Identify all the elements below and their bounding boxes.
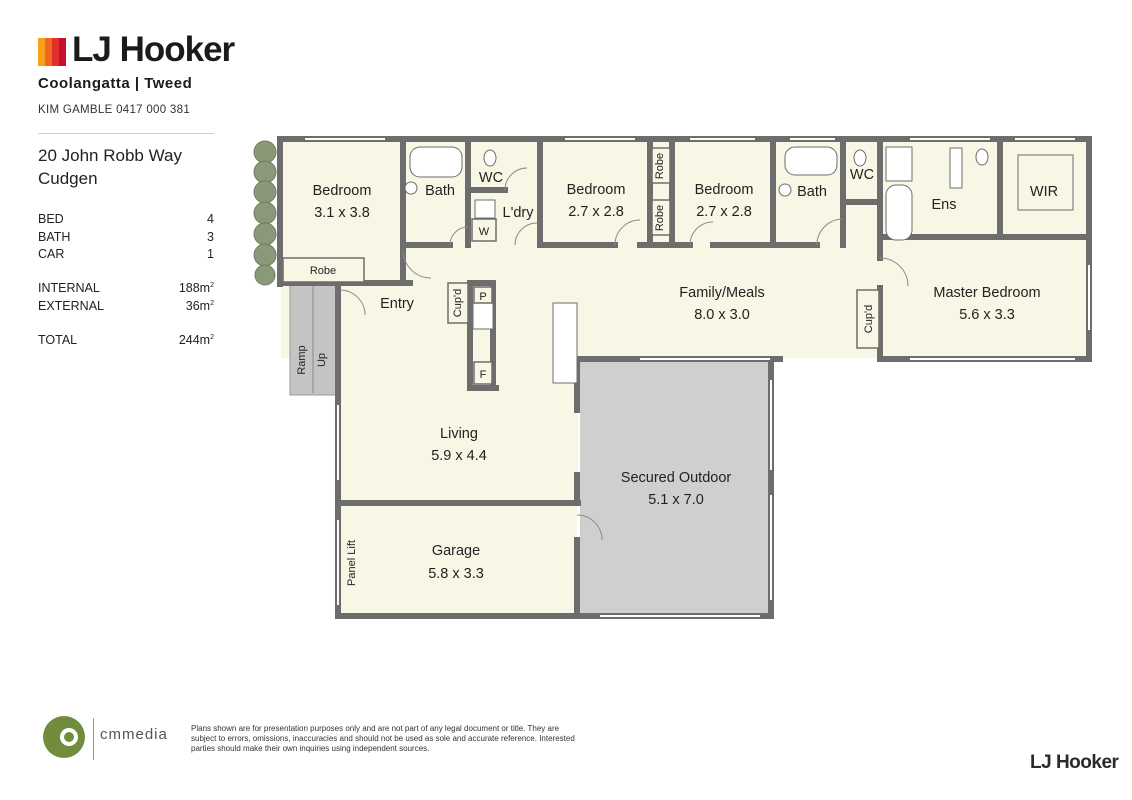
- spec-bath: BATH 3: [38, 230, 214, 244]
- wir-shelves: [1017, 154, 1074, 211]
- office-name: Coolangatta | Tweed: [38, 75, 193, 92]
- robe-label: Robe: [654, 205, 666, 231]
- spec-value: 3: [207, 230, 214, 244]
- cooktop-icon: [472, 302, 494, 330]
- bathtub-icon: [885, 184, 913, 241]
- room-name: L'dry: [503, 205, 535, 221]
- cmmedia-logo-icon: [42, 715, 86, 764]
- pantry-label: P: [479, 291, 486, 303]
- room-dims: 5.1 x 7.0: [648, 492, 704, 508]
- room-dims: 2.7 x 2.8: [568, 204, 624, 220]
- kitchen-bench: [552, 302, 578, 384]
- room-dims: 3.1 x 3.8: [314, 205, 370, 221]
- basin-icon: [404, 181, 418, 195]
- footer-divider: [93, 718, 94, 760]
- cmmedia-brand: cmmedia: [100, 726, 168, 743]
- room-name: Bath: [425, 183, 455, 199]
- spec-value: 1: [207, 247, 214, 261]
- spec-bed: BED 4: [38, 212, 214, 226]
- disclaimer-text: Plans shown are for presentation purpose…: [191, 724, 575, 753]
- room-name: Family/Meals: [679, 285, 764, 301]
- spec-total: TOTAL 244m2: [38, 333, 214, 347]
- toilet-icon: [853, 149, 867, 167]
- windows: [305, 138, 1090, 617]
- room-name: WC: [850, 167, 874, 183]
- spec-value: 4: [207, 212, 214, 226]
- room-dims: 8.0 x 3.0: [694, 307, 750, 323]
- room-labels: Bedroom 3.1 x 3.8 Bath WC L'dry Bedroom …: [313, 167, 1059, 582]
- spec-label: EXTERNAL: [38, 299, 104, 313]
- address-line-2: Cudgen: [38, 169, 98, 188]
- small-boxes: [282, 147, 880, 385]
- room-name: WC: [479, 170, 503, 186]
- room-name: WIR: [1030, 184, 1058, 200]
- spec-label: INTERNAL: [38, 281, 100, 295]
- spec-value: 244m2: [178, 333, 214, 347]
- vanity-icon: [949, 147, 963, 189]
- address-line-1: 20 John Robb Way: [38, 146, 182, 165]
- room-name: Secured Outdoor: [621, 470, 732, 486]
- spec-value: 36m2: [185, 299, 214, 313]
- spec-label: TOTAL: [38, 333, 78, 347]
- room-name: Ens: [932, 197, 957, 213]
- small-labels: Robe Robe Robe Cup'd Cup'd Ramp Up Panel…: [296, 153, 875, 586]
- secured-outdoor-area: [580, 360, 770, 615]
- divider: [38, 133, 214, 134]
- fixtures: [404, 146, 1074, 384]
- room-name: Garage: [432, 543, 480, 559]
- doors: [339, 167, 909, 541]
- room-dims: 2.7 x 2.8: [696, 204, 752, 220]
- room-dims: 5.8 x 3.3: [428, 566, 484, 582]
- spec-label: BED: [38, 212, 64, 226]
- room-name: Bedroom: [567, 182, 626, 198]
- cupd-label: Cup'd: [452, 289, 464, 317]
- spec-label: BATH: [38, 230, 71, 244]
- toilet-icon: [975, 148, 989, 166]
- cupd-label: Cup'd: [863, 305, 875, 333]
- bathtub-icon: [409, 146, 463, 178]
- spec-car: CAR 1: [38, 247, 214, 261]
- robe-label: Robe: [654, 153, 666, 179]
- ramp-label: Ramp: [296, 345, 308, 374]
- room-name: Entry: [380, 296, 415, 312]
- brand-name: LJ Hooker: [72, 30, 235, 69]
- footer-brand: LJ Hooker: [1030, 752, 1119, 773]
- hedge: [253, 140, 277, 286]
- toilet-icon: [483, 149, 497, 167]
- laundry-tub-icon: [474, 199, 496, 219]
- room-dims: 5.6 x 3.3: [959, 307, 1015, 323]
- spec-external: EXTERNAL 36m2: [38, 299, 214, 313]
- agent-contact: KIM GAMBLE 0417 000 381: [38, 104, 191, 116]
- basin-icon: [778, 183, 792, 197]
- room-name: Bath: [797, 184, 827, 200]
- lj-hooker-logo-mark: [38, 38, 66, 66]
- fridge-label: F: [480, 369, 487, 381]
- room-name: Bedroom: [695, 182, 754, 198]
- panel-lift-label: Panel Lift: [346, 540, 358, 586]
- shower-icon: [885, 146, 913, 182]
- room-dims: 5.9 x 4.4: [431, 448, 487, 464]
- room-name: Living: [440, 426, 478, 442]
- spec-internal: INTERNAL 188m2: [38, 281, 214, 295]
- spec-value: 188m2: [178, 281, 214, 295]
- robe-label: Robe: [310, 265, 336, 277]
- spec-label: CAR: [38, 247, 65, 261]
- bathtub-icon: [784, 146, 838, 176]
- room-name: Bedroom: [313, 183, 372, 199]
- washer-label: W: [479, 226, 490, 238]
- up-label: Up: [316, 353, 328, 367]
- room-name: Master Bedroom: [933, 285, 1040, 301]
